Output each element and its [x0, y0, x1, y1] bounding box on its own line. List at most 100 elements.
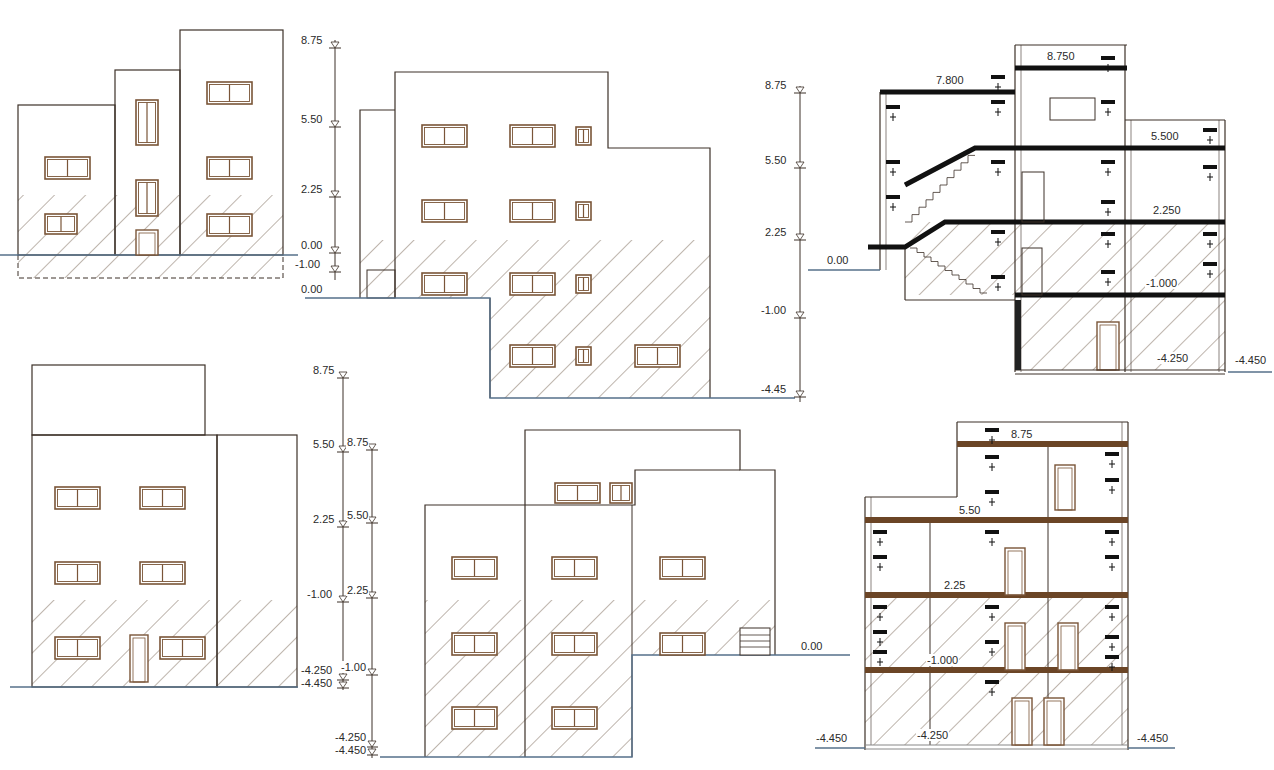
ground-line — [10, 686, 298, 687]
level-label: -4.250 — [300, 664, 333, 676]
opening-symbol — [985, 490, 999, 494]
window — [422, 273, 467, 295]
window — [207, 82, 252, 104]
window — [660, 633, 705, 655]
level-label: -1.00 — [294, 258, 321, 270]
level-marker — [796, 87, 804, 93]
outline — [525, 430, 775, 757]
opening-symbol — [991, 160, 1005, 164]
opening-symbol — [1105, 68, 1111, 69]
outline — [367, 270, 395, 298]
level-label: 8.75 — [300, 34, 323, 46]
window — [229, 160, 230, 177]
window — [455, 560, 495, 577]
outline — [871, 497, 872, 745]
retaining-wall — [1015, 300, 1021, 370]
window — [660, 557, 705, 579]
window — [583, 278, 584, 291]
floor-slab — [865, 667, 1128, 673]
opening-symbol — [985, 530, 999, 534]
level-marker — [796, 162, 804, 168]
floor-slab — [880, 90, 1015, 95]
opening-symbol — [1207, 140, 1213, 141]
level-label: 8.75 — [312, 364, 335, 376]
level-label: 7.800 — [935, 74, 965, 86]
opening-symbol — [985, 640, 999, 644]
window — [474, 710, 475, 727]
window — [613, 486, 630, 501]
hatch-region — [865, 598, 1128, 745]
floor-slab — [1015, 293, 1225, 298]
opening-symbol — [1105, 635, 1119, 639]
window — [48, 217, 75, 232]
opening-symbol — [1105, 655, 1119, 659]
opening-symbol — [1105, 282, 1111, 283]
level-label: 0.00 — [800, 640, 823, 652]
level-marker — [339, 596, 347, 602]
outline — [864, 497, 865, 750]
outline — [957, 421, 1128, 422]
opening-symbol — [1109, 667, 1115, 668]
level-marker — [796, 234, 804, 240]
window — [513, 203, 553, 220]
window — [425, 128, 465, 145]
level-marker — [339, 521, 347, 527]
level-label: 5.500 — [1150, 130, 1180, 142]
opening-symbol — [1105, 212, 1111, 213]
outline — [1224, 120, 1225, 372]
level-label: 5.50 — [300, 113, 323, 125]
opening-symbol — [877, 567, 883, 568]
ground-line — [808, 269, 880, 270]
level-label: 8.75 — [1010, 428, 1033, 440]
opening-symbol — [989, 502, 995, 503]
outline — [905, 300, 1015, 301]
level-label: 2.25 — [764, 226, 787, 238]
level-label: -4.250 — [916, 729, 949, 741]
window — [532, 128, 533, 145]
opening-symbol — [1105, 478, 1119, 482]
window — [67, 160, 68, 177]
window — [229, 217, 230, 234]
window — [474, 636, 475, 653]
window — [532, 348, 533, 365]
door — [1097, 322, 1119, 370]
door — [1055, 465, 1075, 510]
window — [532, 203, 533, 220]
opening-symbol — [1207, 177, 1213, 178]
opening-symbol — [1101, 56, 1115, 60]
opening — [1050, 98, 1095, 120]
level-marker — [368, 749, 376, 755]
opening-symbol — [1203, 232, 1217, 236]
level-label: 2.25 — [300, 183, 323, 195]
opening-symbol — [873, 605, 887, 609]
window — [552, 633, 597, 655]
door — [1047, 701, 1061, 745]
window — [552, 557, 597, 579]
opening-symbol — [995, 87, 1001, 88]
window — [55, 562, 100, 584]
level-marker — [331, 247, 339, 253]
level-marker — [339, 674, 347, 680]
opening-symbol — [1109, 464, 1115, 465]
hatch-region — [360, 240, 710, 398]
window — [143, 490, 183, 507]
window — [452, 557, 497, 579]
ground-line — [815, 747, 865, 748]
window — [657, 348, 658, 365]
window — [577, 486, 578, 501]
door — [1005, 623, 1025, 670]
ground-line — [380, 655, 850, 757]
outline — [1125, 119, 1225, 120]
door — [1058, 468, 1072, 510]
steps — [740, 635, 770, 636]
window — [77, 565, 78, 582]
level-label: 8.750 — [1046, 50, 1076, 62]
window — [555, 483, 600, 503]
window — [425, 276, 465, 293]
opening-symbol — [1203, 165, 1217, 169]
outline — [18, 105, 115, 255]
opening-symbol — [1207, 244, 1213, 245]
opening-symbol — [991, 275, 1005, 279]
level-label: -1.000 — [1145, 277, 1178, 289]
window — [77, 490, 78, 507]
